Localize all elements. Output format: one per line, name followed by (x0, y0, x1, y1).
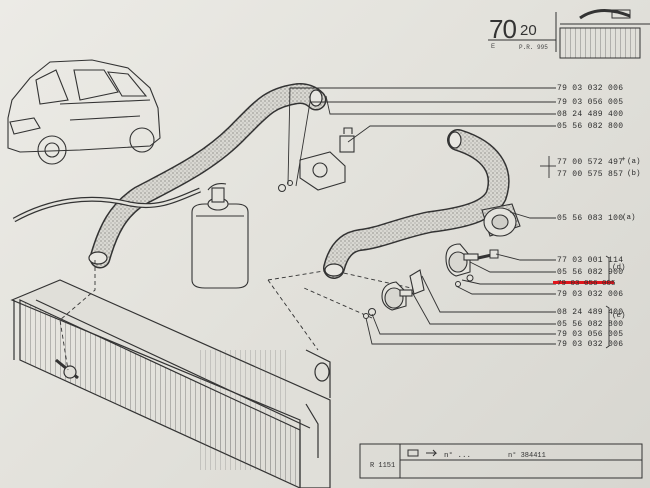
part-number: 79 03 032 006 (557, 84, 624, 93)
hose-clamp-lower (381, 269, 425, 311)
part-number: 79 03 032 006 (557, 340, 624, 349)
part-number-highlighted: 05 56 082 900 (557, 268, 624, 277)
part-number: 79 03 032 006 (557, 290, 624, 299)
part-tag-e: (e) (612, 312, 626, 320)
footer-arrow-icon (407, 449, 438, 457)
part-tag-a: (a) (622, 214, 636, 222)
thumbnail-radiator-icon (559, 9, 650, 59)
part-number: 79 03 056 005 (557, 330, 624, 339)
rubber-grommet (481, 203, 521, 237)
radiator-lower-hose (88, 83, 327, 269)
part-number: 77 00 572 497 (557, 158, 624, 167)
footer-model-code: R 1151 (370, 462, 396, 470)
part-number: 77 03 001 114 (557, 256, 624, 265)
part-number: 05 56 082 800 (557, 320, 624, 329)
car-icon (7, 59, 161, 165)
part-number: 77 00 575 857 (557, 170, 624, 179)
highlight-underline (553, 281, 614, 284)
thermostat-outlet (299, 127, 355, 191)
radiator (10, 279, 331, 488)
part-number: 08 24 489 400 (557, 110, 624, 119)
hose-clamp-upper (445, 243, 479, 277)
part-tag-a: (a) (627, 158, 641, 166)
expansion-tank (191, 183, 249, 289)
bolt-upper (455, 249, 499, 287)
page-subnumber: 20 (520, 22, 537, 39)
part-tag-d: (d) (612, 264, 626, 272)
plus-mark: + (621, 156, 626, 164)
page-number: 70 (489, 14, 517, 44)
part-number: 05 56 083 100 (557, 214, 624, 223)
part-number: 08 24 489 400 (557, 308, 624, 317)
part-tag-b: (b) (627, 170, 641, 178)
footer-arrow-text: n° ... (444, 452, 472, 460)
radiator-upper-hose (323, 129, 510, 279)
part-number: 05 56 082 800 (557, 122, 624, 131)
part-number: 79 03 056 005 (557, 280, 616, 288)
footer-serial: n° 384411 (508, 452, 546, 460)
pr-reference: P.R. 995 (519, 44, 548, 51)
edition-letter: E (491, 44, 496, 50)
footer-box (359, 443, 643, 479)
part-number: 79 03 056 005 (557, 98, 624, 107)
